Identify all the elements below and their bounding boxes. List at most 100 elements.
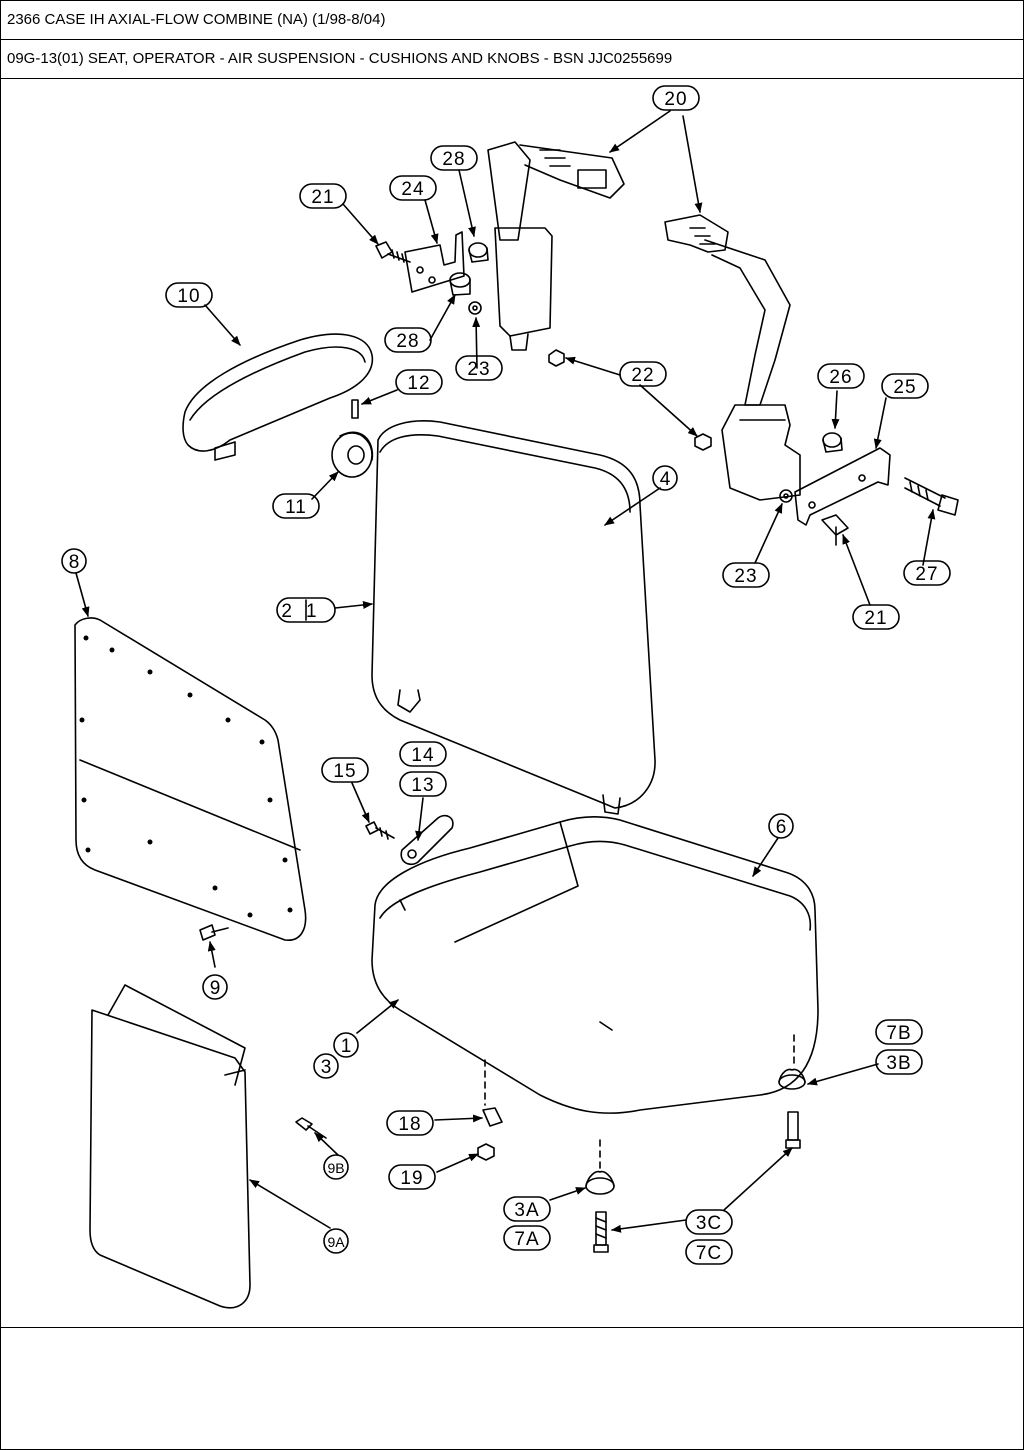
callout-13-label: 13 (411, 775, 434, 796)
callout-26: 26 (817, 363, 865, 389)
callout-9: 9 (202, 974, 228, 1000)
callout-11: 11 (272, 493, 320, 519)
seat-belt-assembly (487, 141, 801, 501)
callout-3a-label: 3A (514, 1200, 539, 1221)
callout-3: 3 (313, 1053, 339, 1079)
callout-10: 10 (165, 282, 213, 308)
callout-3b-label: 3B (886, 1053, 911, 1074)
callout-7a: 7A (503, 1225, 551, 1251)
callout-7c: 7C (685, 1239, 733, 1265)
callout-21-right: 21 (852, 604, 900, 630)
seat-back-panel (74, 617, 307, 941)
callout-10-label: 10 (177, 286, 200, 307)
seat-cushion (371, 816, 819, 1114)
callout-21-right-label: 21 (864, 608, 887, 629)
callout-3b: 3B (875, 1049, 923, 1075)
bolt-9b (295, 1117, 327, 1139)
callout-9b-label: 9B (327, 1160, 344, 1176)
callout-23-bottom: 23 (722, 562, 770, 588)
spacer-28-lower (449, 272, 471, 296)
armrest (182, 333, 374, 461)
callout-23-top-label: 23 (467, 359, 490, 380)
callout-9b: 9B (323, 1154, 349, 1180)
callout-15: 15 (321, 757, 369, 783)
clip-18 (482, 1107, 503, 1127)
callout-18: 18 (386, 1110, 434, 1136)
screw-9 (199, 924, 229, 941)
callout-4: 4 (652, 465, 678, 491)
nut-19 (477, 1143, 495, 1161)
callout-14-label: 14 (411, 745, 434, 766)
header-subtitle: 09G-13(01) SEAT, OPERATOR - AIR SUSPENSI… (7, 50, 673, 67)
callout-11-label: 11 (285, 497, 307, 518)
callout-19: 19 (388, 1164, 436, 1190)
nut-22-lower (694, 433, 712, 451)
callout-24-label: 24 (401, 179, 424, 200)
callout-4-label: 4 (660, 469, 671, 490)
bolt-3c-7c (593, 1211, 609, 1253)
callout-25: 25 (881, 373, 929, 399)
callout-21-top-label: 21 (311, 187, 334, 208)
callout-9a-label: 9A (327, 1234, 345, 1250)
bolt-21-right (821, 514, 849, 546)
washer-23-upper (468, 301, 482, 315)
bolt-3b-side (785, 1111, 801, 1149)
callout-3-label: 3 (321, 1057, 332, 1078)
callout-15-label: 15 (333, 761, 356, 782)
header-divider-1 (1, 39, 1023, 40)
callout-7b: 7B (875, 1019, 923, 1045)
header-divider-2 (1, 78, 1023, 79)
callout-23-top: 23 (455, 355, 503, 381)
callout-13: 13 (399, 771, 447, 797)
callout-27-label: 27 (915, 564, 938, 585)
callout-14: 14 (399, 741, 447, 767)
callout-6: 6 (768, 813, 794, 839)
washer-23-lower (779, 489, 793, 503)
callout-12-label: 12 (407, 373, 430, 394)
callout-12: 12 (395, 369, 443, 395)
knob-13-14 (400, 814, 454, 866)
callout-23-bottom-label: 23 (734, 566, 757, 587)
callout-21-middle: 21 (276, 597, 336, 623)
callout-3c-label: 3C (696, 1213, 722, 1234)
header-title: 2366 CASE IH AXIAL-FLOW COMBINE (NA) (1/… (7, 11, 386, 28)
callout-7a-label: 7A (514, 1229, 539, 1250)
callout-7c-label: 7C (696, 1243, 722, 1264)
callout-26-label: 26 (829, 367, 852, 388)
callout-21-middle-label: 21 (281, 601, 330, 622)
callout-21-top: 21 (299, 183, 347, 209)
grommet-7b (778, 1068, 806, 1090)
callout-19-label: 19 (400, 1168, 423, 1189)
seat-belt-bracket-left (404, 231, 465, 293)
callout-9-label: 9 (210, 978, 221, 999)
callout-24: 24 (389, 175, 437, 201)
callout-18-label: 18 (398, 1114, 421, 1135)
grommet-3a (585, 1170, 615, 1195)
callout-8-label: 8 (69, 552, 80, 573)
callout-3c: 3C (685, 1209, 733, 1235)
callout-8: 8 (61, 548, 87, 574)
callout-28-top: 28 (430, 145, 478, 171)
callout-20: 20 (652, 85, 700, 111)
callout-22: 22 (619, 361, 667, 387)
seat-belt-bracket-right (794, 447, 891, 526)
callout-20-label: 20 (664, 89, 687, 110)
bolt-21-top (375, 241, 411, 263)
callout-1-label: 1 (341, 1036, 352, 1057)
knob-11 (331, 431, 374, 478)
footer-divider (1, 1327, 1023, 1328)
callout-28-bottom-label: 28 (396, 331, 419, 352)
spacer-28-upper (468, 242, 489, 263)
callout-3a: 3A (503, 1196, 551, 1222)
callout-9a: 9A (323, 1228, 349, 1254)
screw-15 (365, 821, 395, 840)
callout-7b-label: 7B (886, 1023, 911, 1044)
leader-lines (75, 110, 936, 1233)
spacer-26 (822, 432, 843, 453)
pin-12 (351, 399, 359, 419)
seat-backrest (371, 420, 656, 815)
bolt-27 (904, 477, 959, 516)
callout-22-label: 22 (631, 365, 654, 386)
